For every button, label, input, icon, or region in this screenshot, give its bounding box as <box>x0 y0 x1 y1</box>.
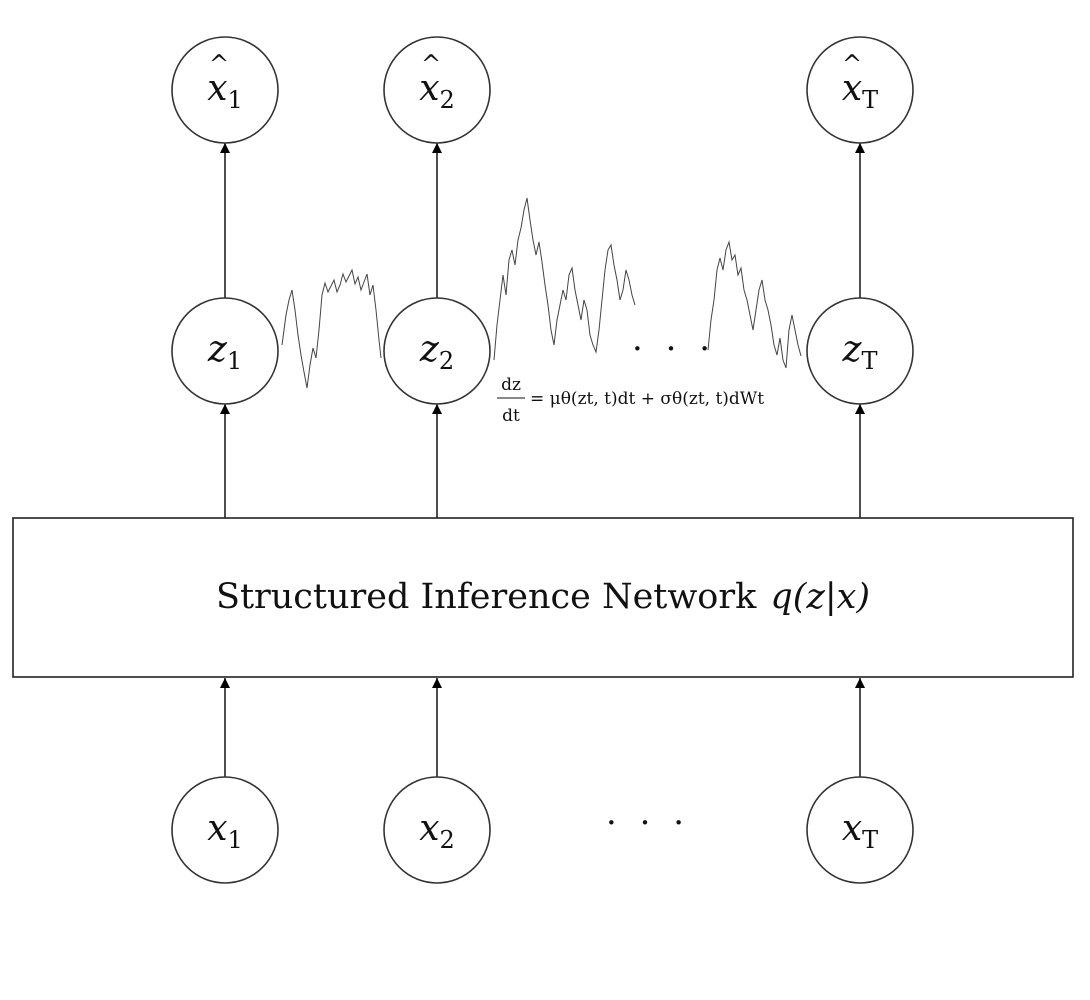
svg-text:x2: x2 <box>419 68 455 114</box>
sde-rhs: = μθ(zt, t)dt + σθ(zt, t)dWt <box>530 389 764 409</box>
latent-node-1: z1 <box>171 297 279 405</box>
svg-text:zT: zT <box>842 329 878 375</box>
brownian-path-1 <box>281 268 382 389</box>
brownian-path-2 <box>493 197 636 361</box>
sde-lhs-denominator: dt <box>502 406 520 426</box>
sde-equation: dz dt = μθ(zt, t)dt + σθ(zt, t)dWt <box>497 375 764 426</box>
inference-network-formula: q(z|x) <box>770 577 870 617</box>
brownian-path-3 <box>707 240 802 369</box>
svg-text:z2: z2 <box>419 329 454 375</box>
svg-text:z1: z1 <box>207 329 242 375</box>
input-node-T: xT <box>806 776 914 884</box>
output-node-2: x2 ^ <box>383 36 491 144</box>
latent-node-2: z2 <box>383 297 491 405</box>
svg-text:xT: xT <box>842 68 878 114</box>
output-node-1: x1 ^ <box>171 36 279 144</box>
hat-mark: ^ <box>209 50 229 78</box>
sde-lhs-numerator: dz <box>501 375 521 395</box>
hat-mark: ^ <box>842 50 862 78</box>
latent-ellipsis: · · · <box>632 329 716 369</box>
svg-text:xT: xT <box>842 808 878 854</box>
inference-network-label: Structured Inference Network <box>216 577 757 617</box>
inference-network-box: Structured Inference Network q(z|x) <box>12 517 1074 678</box>
svg-text:x1: x1 <box>207 808 243 854</box>
input-ellipsis: · · · <box>606 803 690 843</box>
svg-text:x1: x1 <box>207 68 243 114</box>
input-node-2: x2 <box>383 776 491 884</box>
svg-text:x2: x2 <box>419 808 455 854</box>
hat-mark: ^ <box>421 50 441 78</box>
input-node-1: x1 <box>171 776 279 884</box>
latent-node-T: zT <box>806 297 914 405</box>
output-node-T: xT ^ <box>806 36 914 144</box>
svg-text:Structured Inference Network: Structured Inference Network q(z|x) <box>216 577 870 617</box>
